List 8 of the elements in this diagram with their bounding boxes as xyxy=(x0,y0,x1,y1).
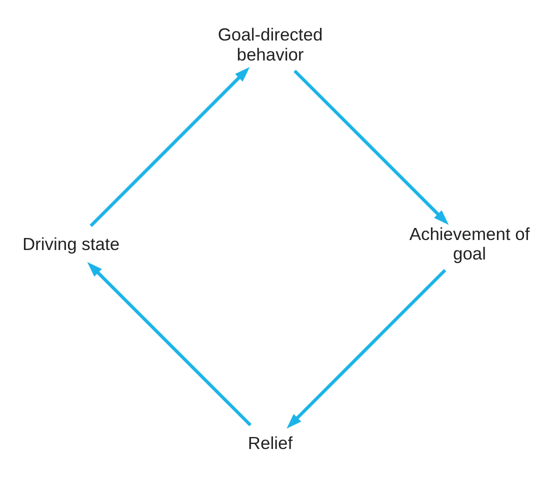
node-text: Driving state xyxy=(22,234,120,254)
arrow xyxy=(90,66,250,227)
node-text: Relief xyxy=(248,433,293,454)
arrow xyxy=(294,70,449,225)
arrow xyxy=(286,268,446,429)
node-text: Goal-directed behavior xyxy=(218,24,323,64)
arrow xyxy=(87,262,252,426)
node-text: Achievement of goal xyxy=(409,224,530,264)
